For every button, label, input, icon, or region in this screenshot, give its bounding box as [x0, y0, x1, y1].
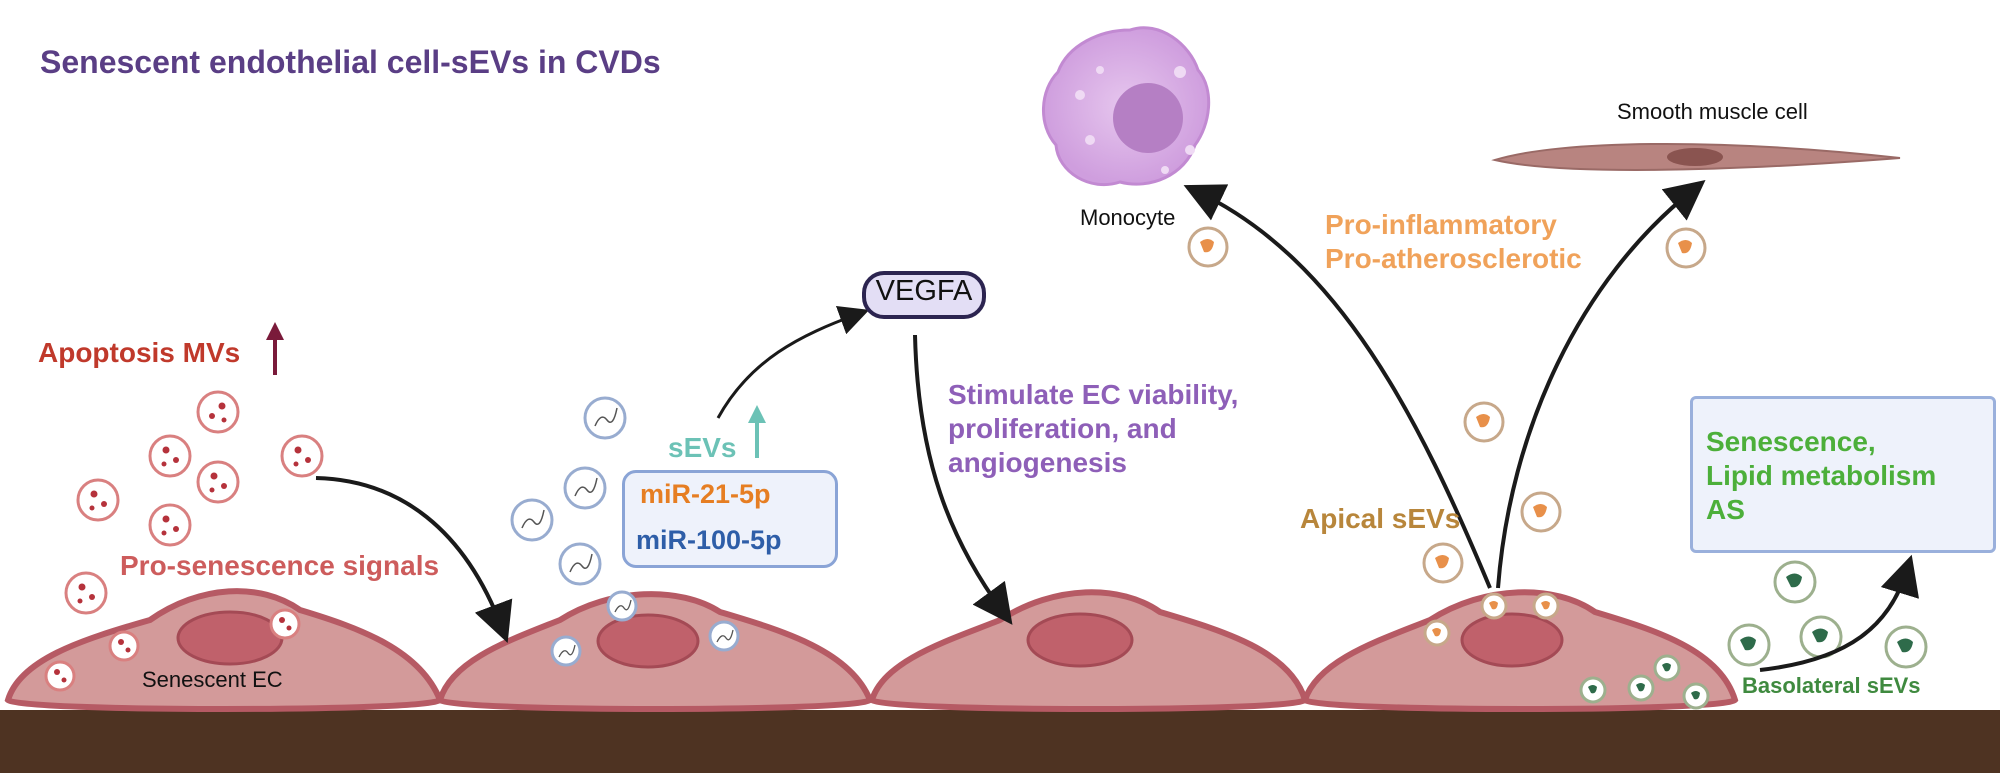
- vesicle-icon: [76, 478, 120, 522]
- vesicle-icon: [196, 460, 240, 504]
- smooth-muscle-cell-label: Smooth muscle cell: [1617, 99, 1808, 124]
- vesicle-icon: [44, 660, 76, 692]
- senescent-ec-cell: [4, 588, 444, 712]
- apical-sevs-label: Apical sEVs: [1300, 503, 1461, 534]
- up-arrow-icon: [266, 322, 284, 375]
- nucleus: [176, 610, 284, 666]
- nucleus: [1026, 612, 1134, 668]
- mirna-box: [622, 470, 838, 568]
- vesicle-icon: [1682, 682, 1710, 710]
- nucleus: [596, 613, 700, 669]
- vesicle-icon: [558, 542, 602, 586]
- vesicle-icon: [64, 571, 108, 615]
- curved-arrow-icon: [1496, 180, 1706, 589]
- endothelial-cell-4: [1301, 589, 1739, 712]
- vesicle-icon: [1423, 619, 1451, 647]
- vesicle-icon: [583, 396, 627, 440]
- vesicle-icon: [563, 466, 607, 510]
- vesicle-icon: [1422, 542, 1464, 584]
- stimulate-line: Stimulate EC viability,: [948, 379, 1239, 410]
- vesicle-icon: [510, 498, 554, 542]
- vesicle-icon: [1799, 615, 1843, 659]
- vesicle-icon: [1653, 654, 1681, 682]
- vegfa-box: [862, 271, 986, 319]
- pro-senescence-signals-label: Pro-senescence signals: [120, 550, 440, 581]
- vesicle-icon: [1627, 674, 1655, 702]
- vesicle-icon: [148, 434, 192, 478]
- nucleus: [1667, 148, 1723, 166]
- vessel-wall-ground: [0, 710, 2000, 773]
- apical-sevs-group: [1187, 226, 1707, 647]
- vesicle-icon: [269, 608, 301, 640]
- endothelial-cell-3: [868, 589, 1309, 712]
- outcomes-box: [1690, 396, 1996, 553]
- vesicle-icon: [1480, 592, 1508, 620]
- pro-inflammatory-line: Pro-inflammatory: [1325, 209, 1557, 240]
- curved-arrow-icon: [913, 334, 1013, 625]
- vesicle-icon: [1665, 227, 1707, 269]
- nucleus: [1460, 612, 1564, 668]
- vesicle-icon: [1884, 625, 1928, 669]
- vesicle-icon: [1187, 226, 1229, 268]
- curved-arrow-icon: [1183, 184, 1492, 589]
- outcome-line: Senescence,: [1706, 426, 1876, 457]
- endothelial-cell-2: [436, 591, 874, 712]
- vesicle-icon: [1520, 491, 1562, 533]
- apoptosis-mvs-label: Apoptosis MVs: [38, 337, 241, 368]
- senescent-ec-label: Senescent EC: [142, 667, 283, 692]
- sevs-group: [510, 396, 740, 667]
- stimulate-line: angiogenesis: [948, 447, 1127, 478]
- outcomes-label: Senescence, Lipid metabolism AS: [1706, 425, 1936, 527]
- vesicle-icon: [1579, 676, 1607, 704]
- pro-atherosclerotic-line: Pro-atherosclerotic: [1325, 243, 1582, 274]
- pro-effects-label: Pro-inflammatory Pro-atherosclerotic: [1325, 208, 1582, 276]
- mir21-label: miR-21-5p: [640, 479, 771, 509]
- vesicle-icon: [1773, 560, 1817, 604]
- stimulate-ec-label: Stimulate EC viability, proliferation, a…: [948, 378, 1238, 480]
- curved-arrow-icon: [315, 476, 513, 643]
- apoptosis-mv-group: [44, 390, 324, 692]
- nucleus: [1113, 83, 1183, 153]
- smooth-muscle-cell: [1491, 142, 1901, 171]
- up-arrow-icon: [748, 405, 766, 458]
- sevs-label: sEVs: [668, 432, 737, 463]
- vesicle-icon: [280, 434, 324, 478]
- outcome-line: AS: [1706, 494, 1745, 525]
- vesicle-icon: [550, 635, 582, 667]
- stimulate-line: proliferation, and: [948, 413, 1177, 444]
- curved-arrow-icon: [716, 306, 870, 419]
- curved-arrow-icon: [1759, 554, 1920, 672]
- vesicle-icon: [1532, 592, 1560, 620]
- vesicle-icon: [108, 630, 140, 662]
- mir100-label: miR-100-5p: [636, 525, 782, 555]
- vesicle-icon: [196, 390, 240, 434]
- vesicle-icon: [1727, 623, 1771, 667]
- vesicle-icon: [1463, 401, 1505, 443]
- monocyte-cell: [1042, 26, 1211, 187]
- vesicle-icon: [606, 590, 638, 622]
- page-title: Senescent endothelial cell-sEVs in CVDs: [40, 44, 661, 80]
- outcome-line: Lipid metabolism: [1706, 460, 1937, 491]
- vegfa-label: VEGFA: [875, 275, 973, 307]
- basolateral-sevs-group: [1579, 560, 1928, 710]
- basolateral-sevs-label: Basolateral sEVs: [1742, 673, 1921, 698]
- monocyte-label: Monocyte: [1080, 205, 1176, 230]
- vesicle-icon: [148, 503, 192, 547]
- vesicle-icon: [708, 620, 740, 652]
